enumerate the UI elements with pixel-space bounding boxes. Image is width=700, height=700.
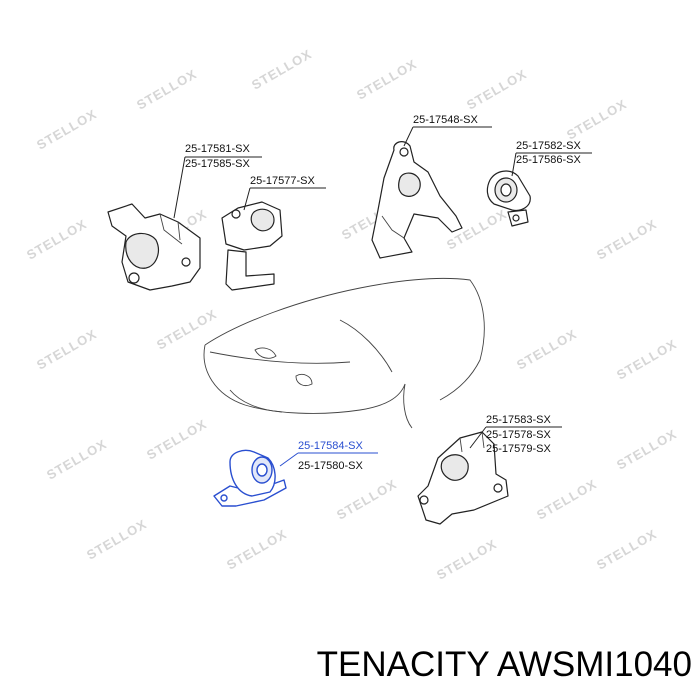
part-number-label: 25-17579-SX	[486, 443, 551, 455]
part-number-label: 25-17581-SX	[185, 143, 250, 155]
watermark-text: STELLOX	[154, 306, 219, 352]
part-number-label: 25-17585-SX	[185, 158, 250, 170]
part-number-label: 25-17577-SX	[250, 175, 315, 187]
mount-left	[107, 203, 201, 291]
leader-lines	[173, 126, 592, 467]
watermark-text: STELLOX	[434, 536, 499, 582]
part-number-label: 25-17583-SX	[486, 414, 551, 426]
watermark-text: STELLOX	[34, 326, 99, 372]
watermark-text: STELLOX	[464, 66, 529, 112]
product-caption: TENACITY AWSMI1040	[316, 645, 692, 684]
watermark-text: STELLOX	[249, 46, 314, 92]
watermark-text: STELLOX	[84, 516, 149, 562]
watermark-text: STELLOX	[44, 436, 109, 482]
watermark-text: STELLOX	[334, 476, 399, 522]
watermark-text: STELLOX	[514, 326, 579, 372]
watermark-text: STELLOX	[34, 106, 99, 152]
mount-highlighted	[213, 449, 287, 507]
watermark-text: STELLOX	[594, 216, 659, 262]
mount-top-center	[371, 141, 463, 259]
watermark-text: STELLOX	[614, 426, 679, 472]
watermark-text: STELLOX	[224, 526, 289, 572]
watermark-text: STELLOX	[614, 336, 679, 382]
part-number-label: 25-17586-SX	[516, 154, 581, 166]
part-number-label: 25-17580-SX	[298, 460, 363, 472]
watermark-text: STELLOX	[144, 416, 209, 462]
watermark-text: STELLOX	[564, 96, 629, 142]
car-body-outline	[203, 277, 485, 429]
watermark-text: STELLOX	[354, 56, 419, 102]
part-number-label: 25-17548-SX	[413, 114, 478, 126]
part-number-label: 25-17578-SX	[486, 429, 551, 441]
watermark-text: STELLOX	[134, 66, 199, 112]
part-number-label: 25-17582-SX	[516, 140, 581, 152]
watermark-text: STELLOX	[594, 526, 659, 572]
mount-middle-left	[221, 201, 283, 291]
watermark-layer: STELLOX STELLOX STELLOX STELLOX STELLOX STELL…	[24, 46, 679, 582]
part-labels: 25-17581-SX 25-17585-SX 25-17577-SX 25-1…	[185, 114, 581, 472]
bushing-top-right	[486, 170, 531, 227]
watermark-text: STELLOX	[24, 216, 89, 262]
watermark-text: STELLOX	[534, 476, 599, 522]
part-number-label-highlighted: 25-17584-SX	[298, 440, 363, 452]
mount-bottom-right	[417, 431, 509, 525]
